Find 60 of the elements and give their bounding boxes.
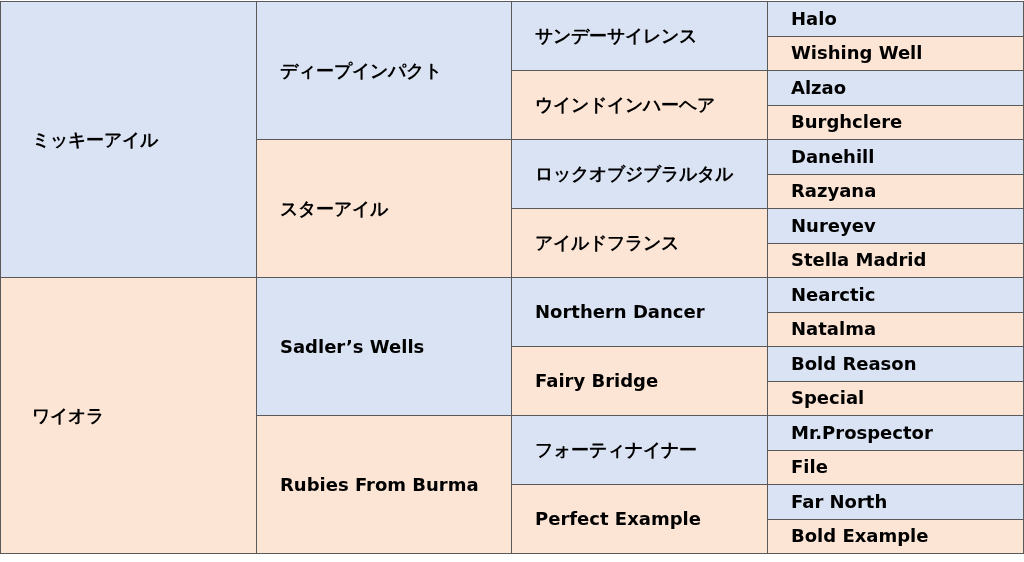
horse-name: ミッキーアイル — [32, 128, 158, 151]
pedigree-cell — [767, 70, 1024, 106]
pedigree-cell — [767, 484, 1024, 520]
horse-name: Stella Madrid — [791, 249, 927, 272]
horse-name: Burghclere — [791, 111, 903, 134]
pedigree-cell — [767, 346, 1024, 382]
pedigree-cell — [256, 415, 512, 554]
pedigree-cell — [767, 139, 1024, 175]
pedigree-cell — [511, 208, 768, 278]
horse-name: Danehill — [791, 145, 875, 168]
horse-name: Alzao — [791, 76, 847, 99]
pedigree-cell — [767, 518, 1024, 554]
pedigree-cell — [767, 173, 1024, 209]
pedigree-cell — [511, 70, 768, 140]
pedigree-cell — [511, 484, 768, 554]
horse-name: Nureyev — [791, 214, 876, 237]
horse-name: ロックオブジブラルタル — [535, 163, 733, 185]
pedigree-cell — [767, 1, 1024, 37]
horse-name: サンデーサイレンス — [535, 25, 697, 47]
horse-name: スターアイル — [280, 197, 388, 220]
horse-name: フォーティナイナー — [535, 439, 697, 461]
pedigree-cell — [0, 1, 257, 278]
horse-name: Special — [791, 387, 865, 410]
pedigree-cell — [511, 277, 768, 347]
pedigree-cell — [511, 139, 768, 209]
horse-name: ワイオラ — [32, 404, 104, 427]
pedigree-cell — [767, 35, 1024, 71]
horse-name: Sadler’s Wells — [280, 335, 425, 358]
horse-name: ウインドインハーヘア — [535, 94, 715, 116]
horse-name: Northern Dancer — [535, 301, 705, 323]
pedigree-cell — [767, 311, 1024, 347]
pedigree-cell — [0, 277, 257, 554]
pedigree-cell — [511, 346, 768, 416]
pedigree-cell — [767, 242, 1024, 278]
horse-name: Nearctic — [791, 283, 876, 306]
pedigree-cell — [256, 277, 512, 416]
horse-name: Wishing Well — [791, 42, 923, 65]
pedigree-cell — [767, 277, 1024, 313]
pedigree-cell — [767, 415, 1024, 451]
horse-name: ディープインパクト — [280, 59, 442, 82]
horse-name: アイルドフランス — [535, 232, 679, 254]
horse-name: Perfect Example — [535, 508, 701, 530]
horse-name: Bold Reason — [791, 352, 917, 375]
pedigree-cell — [767, 449, 1024, 485]
horse-name: Fairy Bridge — [535, 370, 659, 392]
pedigree-cell — [256, 1, 512, 140]
horse-name: Bold Example — [791, 525, 929, 548]
pedigree-cell — [767, 380, 1024, 416]
horse-name: Natalma — [791, 318, 877, 341]
pedigree-cell — [511, 1, 768, 71]
pedigree-cell — [511, 415, 768, 485]
horse-name: Halo — [791, 7, 837, 30]
horse-name: Razyana — [791, 180, 877, 203]
horse-name: Mr.Prospector — [791, 421, 933, 444]
horse-name: Far North — [791, 490, 888, 513]
horse-name: File — [791, 456, 828, 479]
pedigree-cell — [767, 104, 1024, 140]
pedigree-cell — [256, 139, 512, 278]
pedigree-cell — [767, 208, 1024, 244]
horse-name: Rubies From Burma — [280, 473, 479, 496]
